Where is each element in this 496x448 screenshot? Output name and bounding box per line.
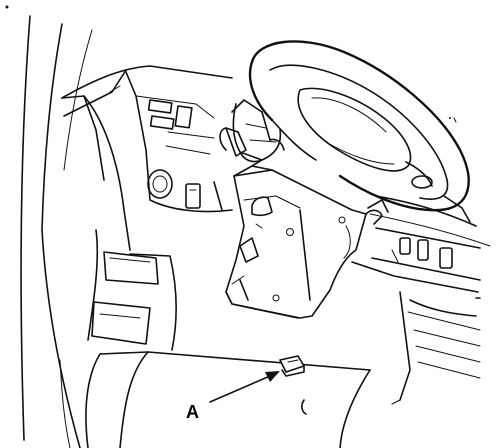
a-pillar — [20, 15, 93, 448]
column-bracket — [225, 159, 389, 319]
right-dash — [351, 227, 481, 401]
bolt — [338, 216, 346, 224]
column-slot — [251, 196, 273, 217]
bolt — [272, 294, 280, 302]
vent-slot — [174, 105, 193, 129]
dash-switches — [147, 169, 223, 211]
clip-fastener — [279, 355, 305, 377]
left-lower-panel — [87, 229, 178, 351]
dashboard-top — [61, 65, 491, 247]
callout-A-arrow — [209, 371, 280, 403]
bolt — [286, 228, 294, 236]
vent-slot — [147, 99, 173, 114]
vent-slot — [149, 115, 175, 130]
callout-A-label: A — [186, 402, 199, 422]
lower-trim — [59, 351, 401, 448]
steering-wheel — [248, 40, 471, 223]
pocket — [91, 301, 151, 345]
steering-column — [219, 99, 285, 163]
corner-dot — [5, 5, 9, 9]
instrument-housing — [61, 71, 233, 251]
switch — [185, 183, 201, 209]
